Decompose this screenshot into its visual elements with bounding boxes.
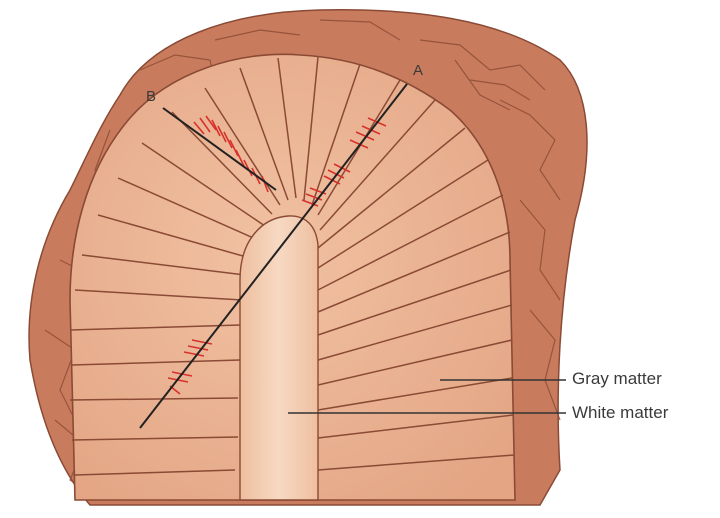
gray-matter-label: Gray matter [572, 369, 662, 388]
white-matter-label: White matter [572, 403, 669, 422]
section-lines [139, 83, 408, 429]
white-matter [239, 215, 319, 501]
point-b-label: B [146, 88, 157, 105]
folia-segments [69, 56, 515, 476]
point-a-label: A [413, 62, 424, 79]
